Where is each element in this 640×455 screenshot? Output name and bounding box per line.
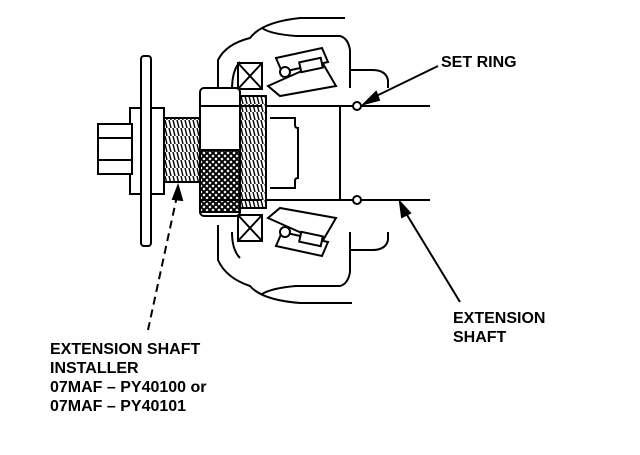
housing-lower <box>217 225 389 304</box>
leader-lines <box>147 65 461 331</box>
extension-shaft-label: EXTENSION SHAFT <box>453 309 545 347</box>
set-ring <box>352 101 362 205</box>
t-handle <box>140 55 152 247</box>
lower-bearing <box>237 206 338 258</box>
installer-nut <box>199 87 267 217</box>
installer-label-line4: 07MAF – PY40101 <box>50 398 187 415</box>
installer-label-line2: INSTALLER <box>50 360 139 377</box>
installer-label: EXTENSION SHAFT INSTALLER 07MAF – PY4010… <box>50 340 207 416</box>
extension-shaft <box>262 105 430 201</box>
upper-bearing <box>237 46 338 98</box>
installer-label-line3: 07MAF – PY40100 or <box>50 379 207 396</box>
extension-shaft-label-line1: EXTENSION <box>453 310 546 327</box>
set-ring-label: SET RING <box>441 53 517 72</box>
installer-label-line1: EXTENSION SHAFT <box>50 341 201 358</box>
set-ring-label-text: SET RING <box>441 54 517 71</box>
extension-shaft-label-line2: SHAFT <box>453 329 507 346</box>
